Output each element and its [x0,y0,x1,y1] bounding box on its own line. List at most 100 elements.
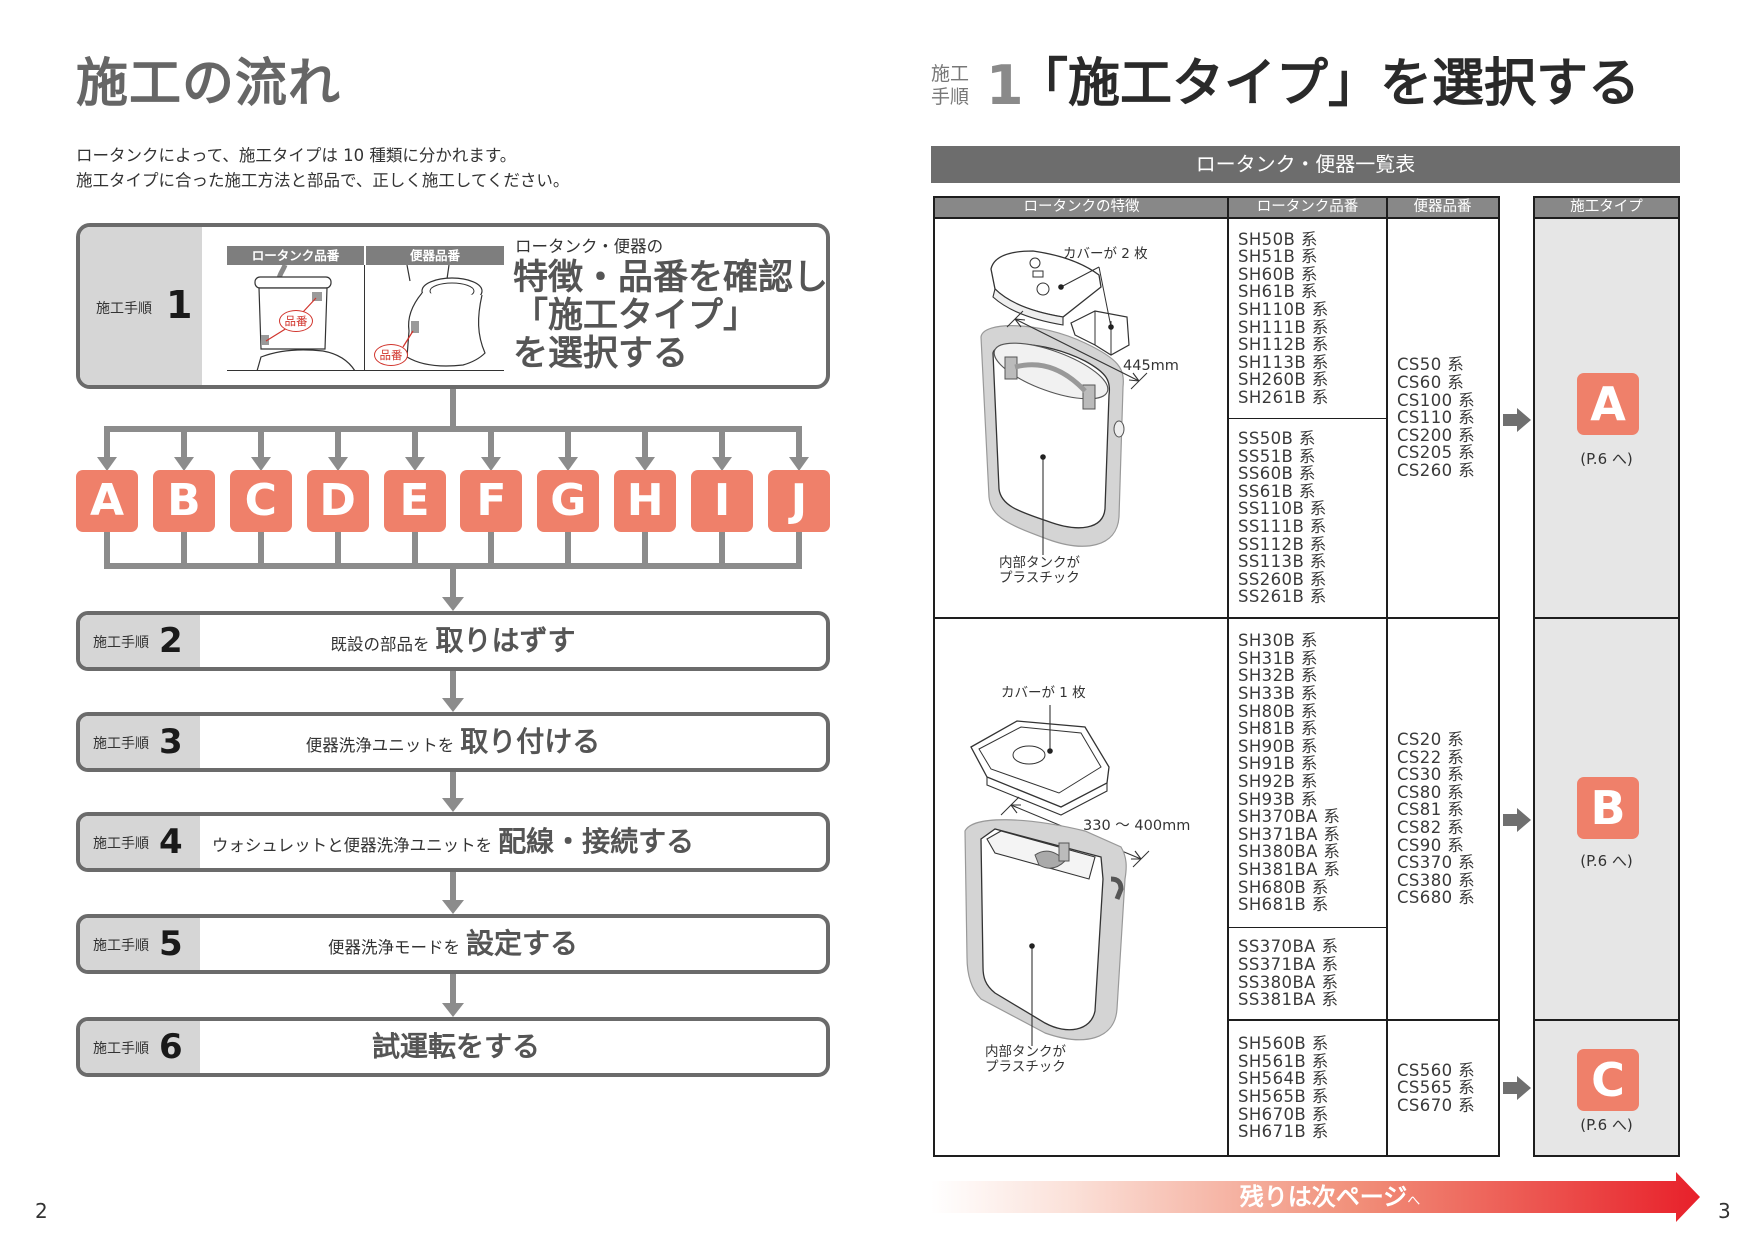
toilet-model: CS60 系 [1397,373,1465,393]
step-number: 5 [159,924,183,964]
table-subdivider [1228,927,1387,928]
feature-cell-tank-bc: カバーが 1 枚 330 ～ 400mm 内部タンクが プラスチック [935,619,1227,1155]
column-header-toilet-number: 便器品番 [1387,198,1498,217]
table-divider [1228,1019,1498,1021]
type-badge-c: C [229,470,292,532]
tank-model: SS260B 系 [1238,569,1327,589]
step-label-line: 施工 [931,63,970,85]
tank-model: SH681B 系 [1238,895,1329,915]
heading-line: 特徴・品番を確認し [513,258,829,298]
heading-line: 「施工タイプ」 [513,296,759,336]
label-line: 内部タンクが [985,1044,1066,1060]
step-lead: 既設の部品を [330,635,430,654]
step-number: 6 [159,1027,183,1067]
tank-model: SH33B 系 [1238,684,1318,704]
step-label: 施工手順 [93,1041,149,1057]
tank-model: SH90B 系 [1238,736,1318,756]
type-badge-a: A [1577,373,1639,435]
step-number: 2 [159,621,183,661]
tank-model: SH671B 系 [1238,1122,1329,1142]
banner-suffix: へ [1407,1194,1421,1209]
tank-model: SH92B 系 [1238,772,1318,791]
step-number: 1 [166,283,193,327]
page-reference: (P.6 へ) [1580,450,1633,468]
next-page-banner: 残りは次ページへ [1195,1180,1465,1214]
step-label: 施工手順 [93,938,149,954]
type-badge-h: H [614,470,677,532]
intro-text: ロータンクによって、施工タイプは 10 種類に分かれます。 施工タイプに合った施… [76,143,569,193]
tank-dimension: 330 ～ 400mm [1083,818,1191,834]
tank-model: SH565B 系 [1238,1087,1329,1106]
step-action: 設定する [465,927,578,960]
step-label-area [80,615,200,667]
type-badge-c: C [1577,1049,1639,1111]
tank-model: SS110B 系 [1238,499,1327,519]
tank-model: SS51B 系 [1238,446,1316,466]
type-badge-i: I [691,470,753,532]
step-2-box: 既設の部品を取りはずす 施工手順 2 [76,611,830,671]
column-header-construction-type: 施工タイプ [1535,198,1678,217]
tank-model: SH91B 系 [1238,754,1318,774]
tank-model: SH560B 系 [1238,1034,1329,1054]
tank-model: SS371BA 系 [1238,954,1339,974]
page-title: 施工の流れ [76,54,342,114]
step-text: 便器洗浄ユニットを取り付ける [80,716,826,768]
toilet-model: CS90 系 [1397,835,1465,855]
product-number-illustration: ロータンク品番 便器品番 [227,246,504,371]
toilet-model: CS200 系 [1397,425,1476,445]
toilet-model: CS20 系 [1397,730,1465,750]
tank-model: SH113B 系 [1238,352,1329,372]
step-label-area [80,227,202,385]
tank-model: SH670B 系 [1238,1104,1329,1124]
tank-model: SH60B 系 [1238,264,1318,284]
tank-model: SH32B 系 [1238,666,1318,686]
column-header-tank-number: ロータンク品番 [1228,198,1387,217]
banner-text: 残りは次ページ [1239,1183,1408,1211]
step-4-box: ウォシュレットと便器洗浄ユニットを配線・接続する 施工手順 4 [76,812,830,872]
tank-model: SS61B 系 [1238,481,1316,501]
toilet-model: CS380 系 [1397,870,1476,890]
step-5-box: 便器洗浄モードを設定する 施工手順 5 [76,914,830,974]
type-badge-a: A [76,470,138,532]
toilet-model: CS30 系 [1397,765,1465,785]
table-title-bar: ロータンク・便器一覧表 [931,146,1680,183]
step-3-box: 便器洗浄ユニットを取り付ける 施工手順 3 [76,712,830,772]
tank-toilet-table: ロータンクの特徴 ロータンク品番 便器品番 [933,196,1500,1157]
step-label-area [80,716,200,768]
tank-model: SS111B 系 [1238,517,1327,536]
step-action: 取り付ける [460,725,601,758]
page-number: 2 [35,1199,48,1223]
toilet-model: CS82 系 [1397,818,1465,837]
table-divider [1227,198,1229,1155]
cover-label: カバーが 1 枚 [1001,685,1086,701]
step-action: 取りはずす [435,624,576,657]
tank-model: SS380BA 系 [1238,972,1339,992]
step-text: 既設の部品を取りはずす [80,615,826,667]
tank-model: SH112B 系 [1238,335,1329,355]
type-badge-b: B [152,470,215,532]
cover-label: カバーが 2 枚 [1063,246,1148,262]
toilet-model: CS50 系 [1397,355,1465,375]
tank-model: SH80B 系 [1238,701,1318,721]
table-divider [1535,217,1678,219]
tank-model: SS370BA 系 [1238,937,1339,957]
type-badge-j: J [767,470,830,532]
toilet-model: CS22 系 [1397,747,1465,767]
tank-model: SH93B 系 [1238,789,1318,809]
page-number: 3 [1718,1199,1731,1223]
toilet-model: CS81 系 [1397,800,1465,820]
tank-model: SS113B 系 [1238,552,1327,572]
step-label-area [80,1021,200,1073]
step-action: 配線・接続する [498,825,695,858]
step-lead: ウォシュレットと便器洗浄ユニットを [211,836,493,855]
tank-model: SS381BA 系 [1238,990,1339,1010]
construction-types-row: A B C D E F G H I J [76,470,830,532]
type-badge-g: G [537,470,600,532]
tank-model: SH561B 系 [1238,1051,1329,1071]
step-number: 3 [159,722,183,762]
step-number: 4 [159,822,183,862]
